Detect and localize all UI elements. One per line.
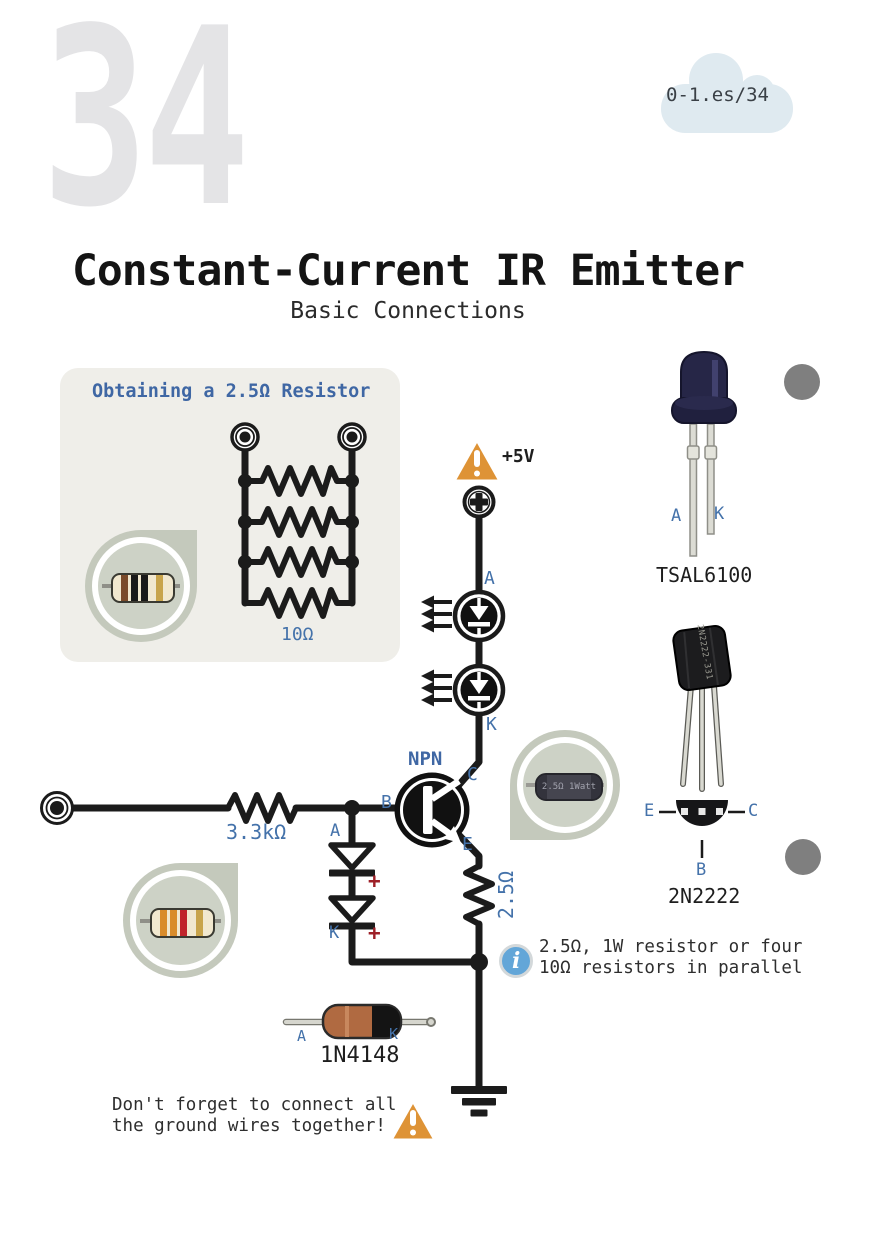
band-orange bbox=[170, 909, 177, 936]
2n2222-pin-b: B bbox=[696, 860, 707, 880]
url-badge: 0-1.es/34 bbox=[666, 84, 769, 106]
transistor-body bbox=[672, 624, 732, 692]
parallel-value-label: 10Ω bbox=[281, 624, 314, 645]
plus-mark: + bbox=[368, 869, 381, 893]
1n4148-image bbox=[282, 1003, 436, 1040]
diode-symbol-1 bbox=[328, 842, 376, 877]
page-subtitle: Basic Connections bbox=[290, 298, 526, 324]
issue-number: 34 bbox=[42, 0, 250, 261]
tsal-name: TSAL6100 bbox=[656, 563, 753, 587]
magnifier-blob-3k3 bbox=[123, 863, 238, 978]
magnifier-blob-power-resistor: 2.5Ω 1Watt bbox=[510, 730, 620, 840]
info-icon bbox=[499, 944, 533, 978]
parallel-resistors bbox=[245, 465, 352, 619]
pin-c-label: C bbox=[467, 764, 478, 785]
power-resistor-label: 2.5Ω 1Watt bbox=[541, 782, 597, 792]
emission-arrows bbox=[421, 669, 452, 707]
info-icon-glyph: i bbox=[512, 948, 521, 974]
page-header: Constant-Current IR Emitter Basic Connec… bbox=[0, 250, 816, 323]
junction-dot bbox=[470, 953, 488, 971]
ir-led-symbol-bottom bbox=[421, 663, 506, 717]
glass-ring bbox=[345, 1006, 349, 1037]
binding-hole bbox=[784, 364, 820, 400]
band-gold bbox=[156, 575, 163, 601]
transistor-legs-highlight bbox=[681, 684, 723, 791]
tsal-cathode-label: K bbox=[714, 504, 725, 524]
led-cathode-label: K bbox=[486, 714, 497, 735]
1n4148-cathode-label: K bbox=[389, 1025, 399, 1043]
warning-line-2: the ground wires together! bbox=[112, 1116, 386, 1136]
base-resistor-label: 3.3kΩ bbox=[226, 820, 287, 844]
supply-terminal bbox=[462, 485, 496, 519]
ir-led-symbol-top bbox=[421, 589, 506, 643]
diode-cathode-label: K bbox=[329, 923, 340, 943]
magnifier-blob-10ohm bbox=[85, 530, 197, 642]
warning-icon bbox=[389, 1099, 437, 1142]
pin-e-label: E bbox=[462, 834, 473, 855]
junction-dot bbox=[344, 800, 360, 816]
ground-symbol bbox=[451, 1086, 507, 1117]
warning-line-1: Don't forget to connect all bbox=[112, 1095, 397, 1115]
band-black bbox=[131, 575, 138, 601]
npn-transistor-symbol bbox=[394, 772, 470, 848]
band-orange bbox=[160, 909, 167, 936]
magnifier-ring bbox=[92, 537, 190, 635]
1n4148-anode-label: A bbox=[297, 1027, 307, 1045]
magnifier-ring: 2.5Ω 1Watt bbox=[517, 737, 613, 833]
binding-hole bbox=[785, 839, 821, 875]
diode-anode-label: A bbox=[330, 821, 341, 841]
resistor-cap bbox=[591, 775, 601, 799]
junction-dots bbox=[238, 474, 359, 569]
led-anode-label: A bbox=[484, 568, 495, 589]
band-black bbox=[141, 575, 148, 601]
2n2222-pin-e: E bbox=[644, 801, 655, 821]
base-resistor-symbol bbox=[225, 792, 299, 824]
2n2222-image bbox=[659, 624, 745, 858]
resistor-10ohm-image bbox=[111, 573, 175, 603]
resistor-3k3-image bbox=[150, 907, 215, 938]
transistor-pinout bbox=[659, 800, 745, 858]
resistor-cap bbox=[537, 775, 547, 799]
led-leg-anode bbox=[689, 423, 698, 557]
inset-terminals bbox=[230, 422, 367, 452]
band-red bbox=[180, 909, 187, 936]
emitter-resistor-label: 2.5Ω bbox=[494, 870, 519, 920]
cloud-badge bbox=[661, 53, 793, 133]
pin-b-label: B bbox=[381, 792, 392, 813]
2n2222-name: 2N2222 bbox=[668, 884, 741, 908]
transistor-type-label: NPN bbox=[408, 748, 443, 770]
plus-mark: + bbox=[368, 921, 381, 945]
supply-voltage-label: +5V bbox=[502, 446, 535, 467]
tsal6100-image bbox=[671, 350, 737, 557]
emission-arrows bbox=[421, 595, 452, 633]
warning-icon bbox=[452, 438, 502, 483]
diode-symbol-2 bbox=[328, 895, 376, 930]
magnifier-ring bbox=[130, 870, 231, 971]
band-gold bbox=[196, 909, 203, 936]
note-line-1: 2.5Ω, 1W resistor or four bbox=[539, 937, 803, 957]
power-resistor-image: 2.5Ω 1Watt bbox=[535, 773, 603, 801]
tsal-anode-label: A bbox=[671, 506, 682, 526]
note-line-2: 10Ω resistors in parallel bbox=[539, 958, 803, 978]
band-brown bbox=[121, 575, 128, 601]
2n2222-pin-c: C bbox=[748, 801, 759, 821]
emitter-resistor-symbol bbox=[463, 863, 495, 927]
page-title: Constant-Current IR Emitter bbox=[72, 246, 745, 296]
input-terminal bbox=[40, 791, 74, 825]
inset-box-title: Obtaining a 2.5Ω Resistor bbox=[92, 381, 371, 402]
1n4148-name: 1N4148 bbox=[320, 1043, 400, 1068]
